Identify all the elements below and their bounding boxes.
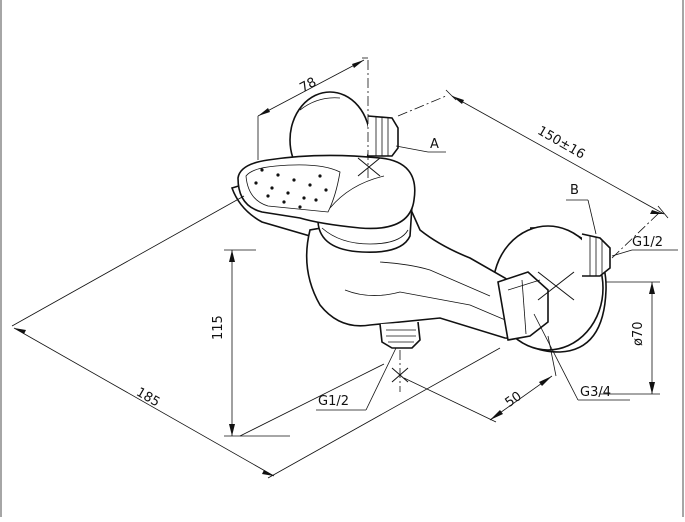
thread-outlet-label: G3/4	[580, 385, 611, 400]
callout-thread-bottom: G1/2	[316, 347, 397, 411]
callout-a-label: A	[430, 137, 439, 152]
thread-top-right-label: G1/2	[632, 235, 663, 250]
callout-b-label: B	[570, 183, 579, 198]
dimension-diameter-70: ø70	[600, 281, 660, 395]
dimension-185-label: 185	[133, 385, 162, 410]
dimension-50-label: 50	[503, 389, 525, 411]
callout-thread-top-right: G1/2	[611, 235, 678, 257]
thread-bottom-label: G1/2	[318, 394, 349, 409]
dimension-78-label: 78	[297, 75, 319, 96]
dimension-115-label: 115	[211, 315, 226, 340]
callout-a: A	[395, 137, 446, 153]
dimension-150: 150±16	[445, 89, 669, 219]
callout-thread-outlet: G3/4	[533, 313, 630, 401]
dimension-115: 115	[211, 249, 385, 437]
dimension-78: 78	[257, 57, 368, 160]
callout-b: B	[566, 183, 597, 235]
dimension-70-label: ø70	[631, 322, 646, 347]
center-marks	[357, 60, 661, 392]
lever-handle	[237, 154, 416, 230]
dimension-50: 50	[403, 335, 557, 423]
